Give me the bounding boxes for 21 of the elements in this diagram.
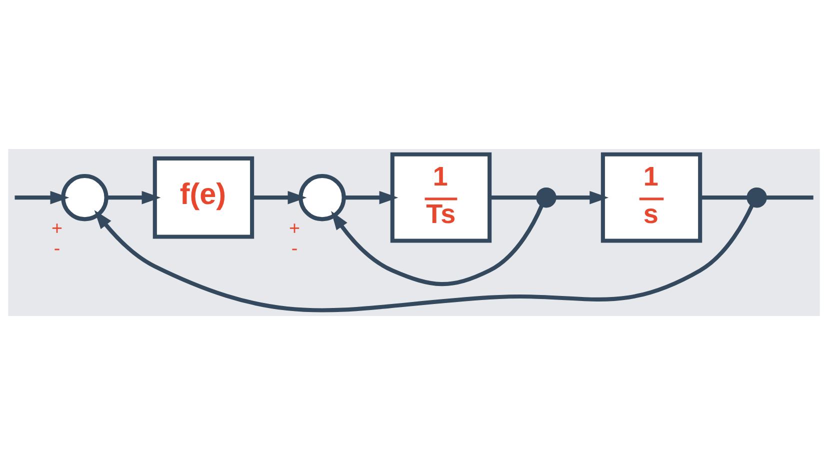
arrow [331, 204, 544, 286]
arrow [554, 190, 609, 204]
arrow [344, 190, 398, 204]
node-box: f(e) [152, 156, 254, 239]
node-label: + [289, 218, 300, 240]
node-box: 1 s [600, 152, 702, 243]
arrow [252, 190, 307, 204]
node-circle [61, 174, 108, 222]
connector [490, 196, 538, 200]
arrow [106, 190, 161, 204]
node-dot [536, 187, 556, 208]
node-label: - [54, 238, 60, 260]
node-circle [298, 174, 346, 222]
node-label: + [52, 218, 63, 240]
arrow [14, 190, 70, 204]
connector [700, 196, 748, 200]
node-dot [746, 187, 767, 208]
node-label: - [291, 238, 298, 260]
connector [764, 196, 814, 200]
node-box: 1 Ts [390, 152, 492, 243]
arrow [94, 204, 754, 312]
